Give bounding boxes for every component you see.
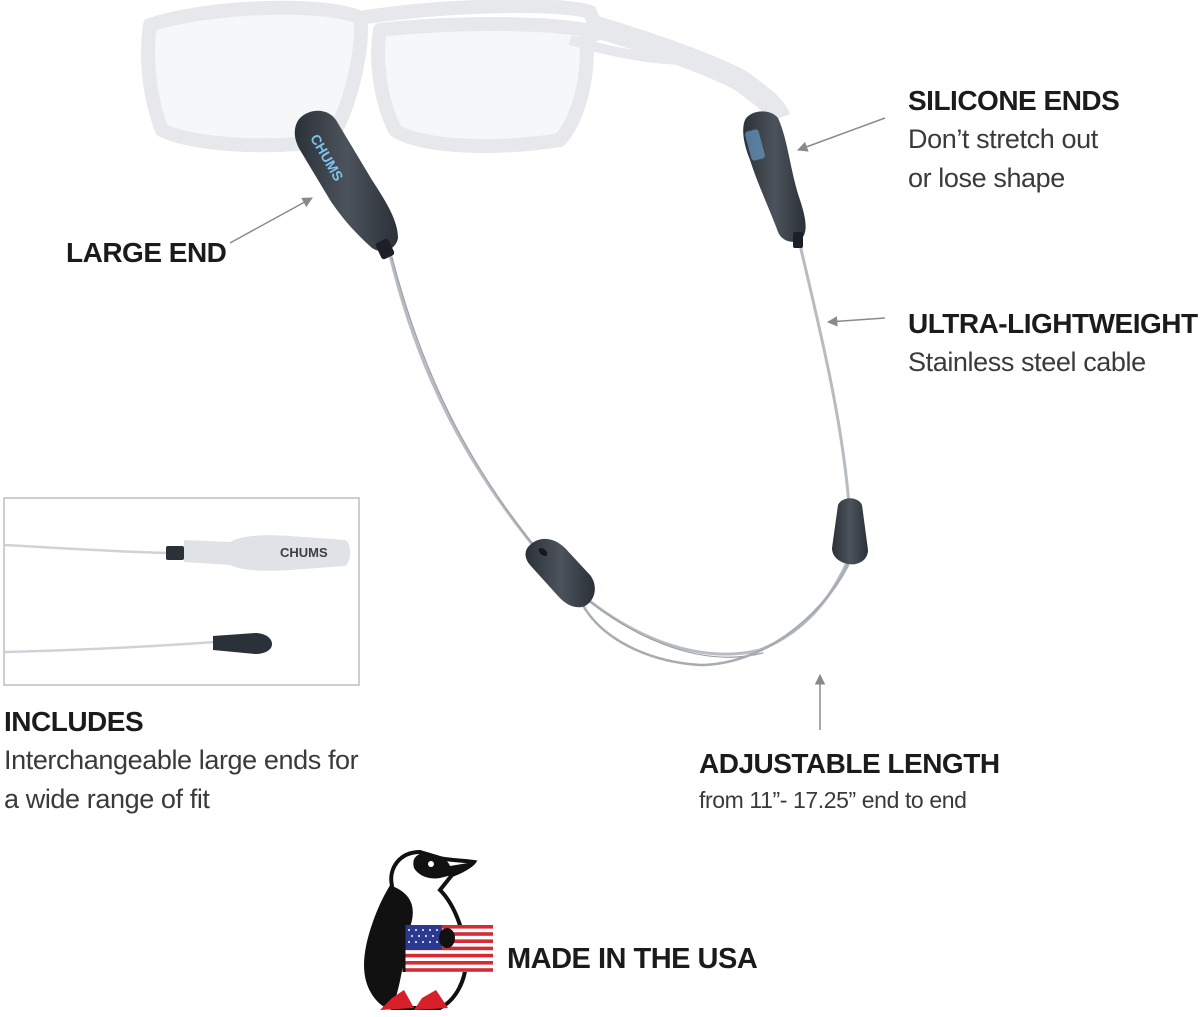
chums-inset-logo: CHUMS xyxy=(280,545,328,560)
usa-flag-icon xyxy=(402,925,493,972)
adjustable-length-line1: from 11”- 17.25” end to end xyxy=(699,787,967,813)
adjustable-length-title: ADJUSTABLE LENGTH xyxy=(699,748,1000,779)
interchangeable-ends-inset: CHUMS xyxy=(3,497,360,686)
callout-arrows xyxy=(229,117,886,730)
made-in-usa-label: MADE IN THE USA xyxy=(507,943,758,975)
silicone-ends-title: SILICONE ENDS xyxy=(908,85,1120,116)
ultra-lightweight-line1: Stainless steel cable xyxy=(908,347,1146,377)
adjuster-bead-right xyxy=(832,498,868,565)
silicone-ends-line2: or lose shape xyxy=(908,163,1065,193)
large-end-cap: CHUMS xyxy=(294,110,398,260)
silicone-end-cap xyxy=(743,111,806,248)
silicone-ends-line1: Don’t stretch out xyxy=(908,124,1098,154)
includes-title: INCLUDES xyxy=(4,706,144,737)
adjuster-bead-left xyxy=(525,538,595,608)
ultra-lightweight-title: ULTRA-LIGHTWEIGHT xyxy=(908,308,1198,339)
stainless-cable xyxy=(388,243,852,667)
eyeglasses-illustration xyxy=(141,0,791,153)
includes-line2: a wide range of fit xyxy=(4,784,210,814)
large-end-title: LARGE END xyxy=(66,237,227,268)
includes-line1: Interchangeable large ends for xyxy=(4,745,359,775)
